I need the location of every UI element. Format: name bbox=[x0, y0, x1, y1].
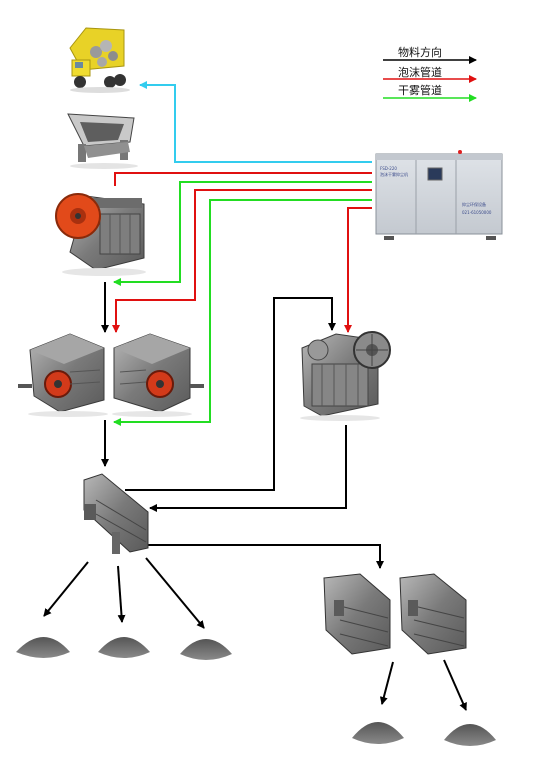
pipes bbox=[112, 81, 372, 426]
vibrating-screen-icon bbox=[399, 573, 467, 655]
cyan-pipe-truck bbox=[139, 81, 372, 163]
vibrating-screen-icon bbox=[83, 473, 149, 554]
jaw-crusher-icon bbox=[55, 193, 146, 276]
flow-secondary-jaw-to-screen bbox=[149, 425, 347, 512]
impact-crusher-icon bbox=[112, 333, 204, 417]
flow-screen-to-secondary-jaw bbox=[125, 297, 336, 491]
cabinet-brand: 抑尘环保设备 bbox=[462, 201, 486, 207]
flow-to-pile-2 bbox=[117, 565, 126, 623]
cabinet-title: FSD-220 bbox=[380, 166, 397, 171]
flow-to-pile-1 bbox=[43, 561, 89, 617]
jaw-crusher-icon bbox=[300, 331, 391, 421]
control-cabinet-icon: FSD-220 泡沫干雾抑尘机 抑尘环保设备 021-61050000 bbox=[375, 150, 503, 240]
flow-to-pile-3 bbox=[145, 557, 205, 629]
foam-pipe-secondary-jaw bbox=[344, 207, 372, 333]
dryfog-pipe-impact bbox=[113, 199, 372, 426]
flow-to-pile-5 bbox=[443, 659, 467, 711]
vibrating-screen-icon bbox=[323, 573, 391, 655]
impact-crusher-icon bbox=[18, 333, 108, 417]
legend: 物料方向 泡沫管道 干雾管道 bbox=[383, 45, 477, 102]
stockpile-icon bbox=[16, 637, 70, 658]
flow-screen-to-fine-screens bbox=[146, 544, 384, 569]
legend-label-foam: 泡沫管道 bbox=[398, 65, 442, 79]
flow-to-pile-4 bbox=[379, 661, 394, 705]
foam-pipe-jaw bbox=[114, 172, 372, 186]
material-flow bbox=[43, 282, 467, 711]
stockpile-icon bbox=[98, 637, 150, 658]
stockpile-icon bbox=[352, 722, 404, 744]
stockpile-icon bbox=[180, 639, 232, 660]
legend-label-dryfog: 干雾管道 bbox=[398, 83, 442, 97]
cabinet-phone: 021-61050000 bbox=[462, 210, 492, 215]
dump-truck-icon bbox=[69, 27, 130, 93]
cabinet-subtitle: 泡沫干雾抑尘机 bbox=[380, 171, 408, 177]
foam-pipe-impact bbox=[112, 189, 372, 333]
legend-label-material: 物料方向 bbox=[398, 45, 442, 59]
stockpile-icon bbox=[444, 724, 496, 746]
dryfog-pipe-jaw bbox=[113, 181, 372, 286]
feeder-icon bbox=[67, 113, 138, 169]
